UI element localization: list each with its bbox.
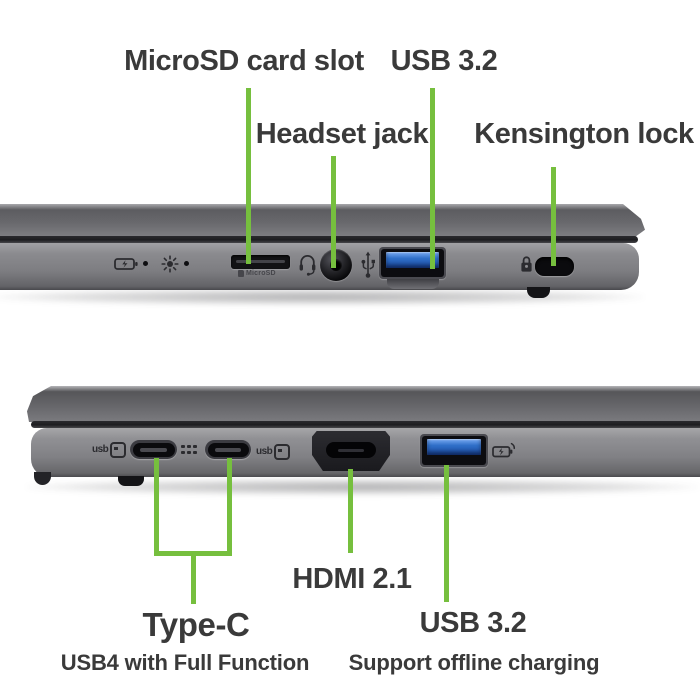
hinge-nub (34, 472, 51, 485)
callout-line-headset (331, 156, 336, 268)
laptop-base (0, 243, 639, 290)
rubber-foot (527, 287, 550, 298)
usb-a-undercut (387, 279, 439, 289)
laptop-lid (0, 204, 645, 237)
laptop-shadow (0, 289, 645, 305)
label-usb-subtitle: Support offline charging (348, 650, 600, 675)
power-led (184, 261, 189, 266)
usb4-logo-icon: usb (92, 442, 127, 458)
usb4-logo-text: usb (92, 444, 109, 455)
kensington-lock-slot (535, 257, 574, 276)
callout-line-usbc-2 (227, 458, 232, 556)
rubber-foot (118, 476, 144, 486)
callout-line-hdmi (348, 469, 353, 553)
battery-charge-indicator-icon (114, 258, 138, 270)
usb4-logo-text: usb (256, 446, 273, 457)
microsd-card-slot (231, 255, 290, 269)
label-headset: Headset jack (255, 118, 429, 150)
headset-jack-port (320, 249, 352, 281)
lid-base-seam (31, 421, 700, 428)
callout-line-microsd (246, 88, 251, 264)
battery-led (143, 261, 148, 266)
usb4-logo-box (110, 442, 127, 458)
laptop-lid (27, 386, 700, 422)
usb4-logo-box (274, 444, 291, 460)
charging-dots-icon (181, 445, 197, 454)
usb-a-port (379, 247, 446, 279)
offline-charging-icon (492, 442, 516, 458)
kensington-lock-icon (521, 256, 532, 272)
lid-base-seam (0, 236, 638, 243)
usb-c-port-2 (205, 440, 251, 459)
usb-c-port-1 (130, 440, 177, 459)
callout-stem-usbc (191, 555, 196, 604)
headset-icon (299, 255, 316, 276)
hdmi-port (312, 431, 390, 471)
usb-a-blue-tongue (427, 439, 481, 455)
laptop-shadow (25, 479, 700, 495)
usb-trident-icon (361, 251, 375, 278)
callout-line-usb-top (430, 88, 435, 269)
usb-a-port (420, 434, 488, 467)
label-usb-top: USB 3.2 (390, 45, 498, 77)
usb4-logo-icon: usb (256, 444, 291, 460)
label-usb-bottom: USB 3.2 (419, 607, 527, 639)
microsd-engraving: MicroSD (238, 270, 276, 277)
label-typec: Type-C (142, 606, 250, 643)
callout-line-kensington (551, 167, 556, 266)
callout-line-usbc-1 (154, 458, 159, 556)
label-hdmi: HDMI 2.1 (292, 563, 412, 595)
callout-line-usb-bottom (444, 465, 449, 602)
label-kensington: Kensington lock (474, 118, 694, 150)
label-typec-subtitle: USB4 with Full Function (60, 650, 310, 675)
label-microsd: MicroSD card slot (124, 45, 364, 77)
callout-bracket-usbc (154, 551, 232, 556)
brightness-indicator-icon (161, 255, 179, 273)
microsd-engraving-text: MicroSD (246, 270, 276, 277)
usb-a-blue-tongue (386, 252, 439, 268)
microsd-card-icon (238, 270, 244, 277)
